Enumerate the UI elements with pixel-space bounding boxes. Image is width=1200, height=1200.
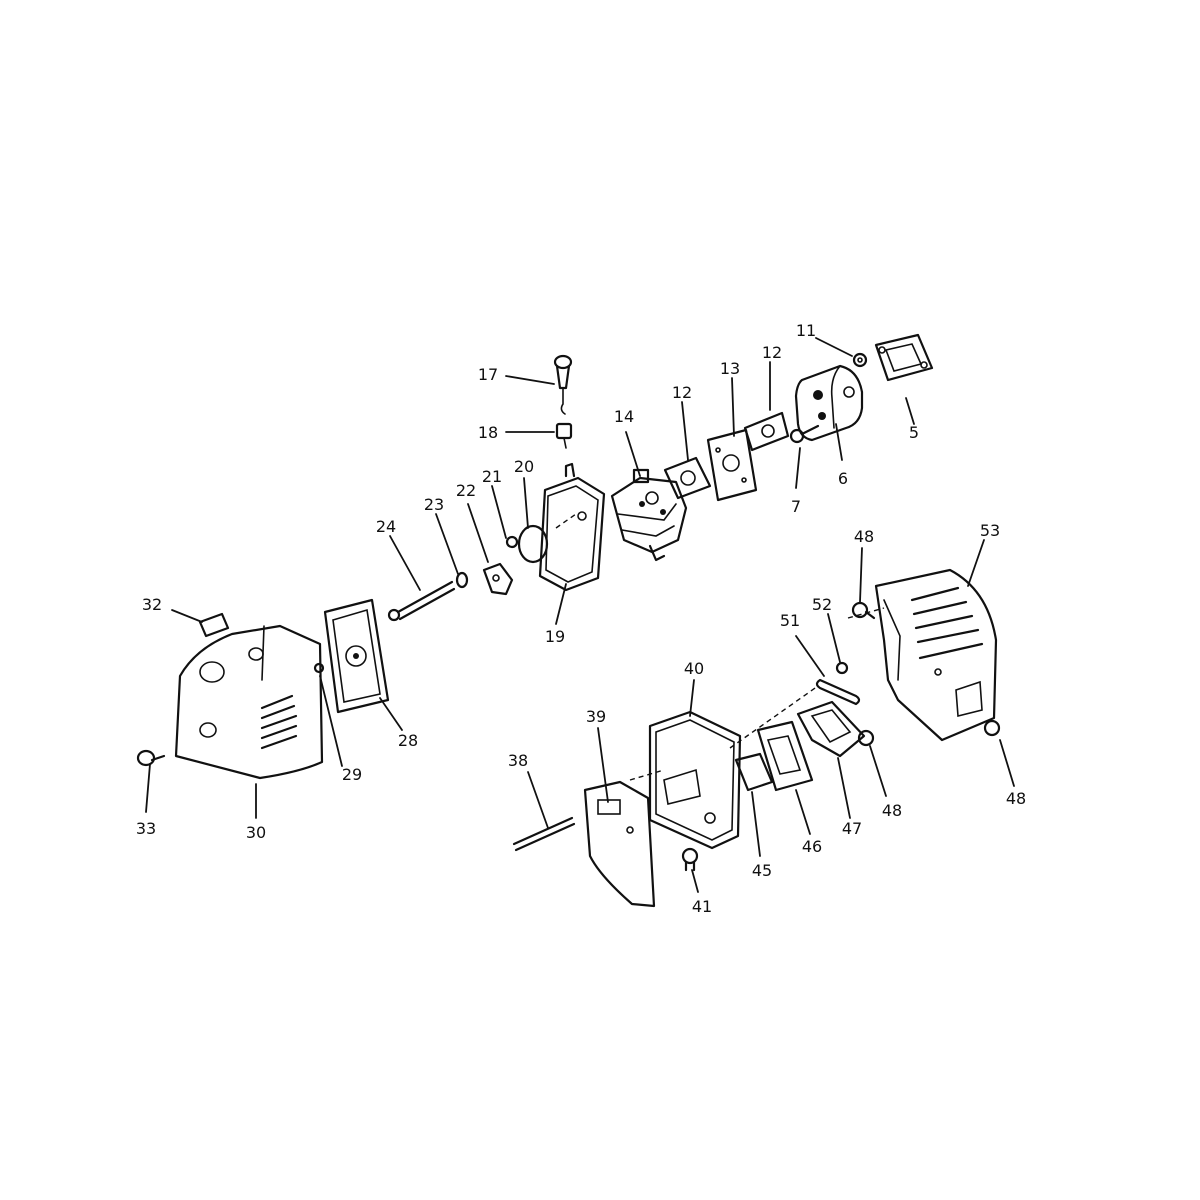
callout-48-middle: 48 <box>882 801 902 820</box>
callout-labels: 5 6 7 11 12 13 12 14 17 18 19 20 21 22 2… <box>136 321 1026 916</box>
callout-21: 21 <box>482 467 502 486</box>
callout-22: 22 <box>456 481 476 500</box>
callout-41: 41 <box>692 897 712 916</box>
nut-11 <box>852 352 868 368</box>
callout-6: 6 <box>838 469 848 488</box>
callout-33: 33 <box>136 819 156 838</box>
exhaust-plate <box>796 700 866 758</box>
callout-28: 28 <box>398 731 418 750</box>
callout-14: 14 <box>614 407 634 426</box>
carburetor <box>610 468 688 562</box>
choke-lever <box>482 562 514 596</box>
cover-screw <box>136 749 166 767</box>
screw-48-upper <box>851 601 876 620</box>
callout-17: 17 <box>478 365 498 384</box>
gasket-12-lower <box>663 456 712 500</box>
callout-23: 23 <box>424 495 444 514</box>
leader-lines <box>145 337 1015 893</box>
callout-39: 39 <box>586 707 606 726</box>
spacer-plate <box>706 428 758 502</box>
callout-46: 46 <box>802 837 822 856</box>
muffler-body <box>629 685 819 850</box>
callout-7: 7 <box>791 497 801 516</box>
callout-32: 32 <box>142 595 162 614</box>
bolt-7 <box>789 424 820 444</box>
callout-48-right: 48 <box>1006 789 1026 808</box>
callout-24: 24 <box>376 517 396 536</box>
air-cleaner-cover <box>174 624 324 780</box>
callout-53: 53 <box>980 521 1000 540</box>
callout-11: 11 <box>796 321 816 340</box>
air-filter-element <box>323 598 390 714</box>
callout-40: 40 <box>684 659 704 678</box>
gasket-45 <box>734 752 774 792</box>
callout-52: 52 <box>812 595 832 614</box>
grommet <box>555 422 573 449</box>
screw-48-right <box>983 719 1001 737</box>
callout-13: 13 <box>720 359 740 378</box>
choke-plate <box>517 524 549 564</box>
callout-48-upper: 48 <box>854 527 874 546</box>
intake-insulator <box>794 364 864 442</box>
callout-12-upper: 12 <box>762 343 782 362</box>
screw-48-middle <box>857 729 875 747</box>
callout-20: 20 <box>514 457 534 476</box>
callout-18: 18 <box>478 423 498 442</box>
callout-12-lower: 12 <box>672 383 692 402</box>
choke-knob <box>553 354 573 415</box>
callout-45: 45 <box>752 861 772 880</box>
callout-5: 5 <box>909 423 919 442</box>
washer-21 <box>505 535 519 549</box>
muffler-pin <box>512 816 576 852</box>
callout-51: 51 <box>780 611 800 630</box>
muffler-cover <box>847 568 998 742</box>
exhaust-gasket <box>756 720 814 792</box>
intake-gasket <box>874 333 934 382</box>
callout-38: 38 <box>508 751 528 770</box>
gasket-12-upper <box>743 411 790 452</box>
long-bolt <box>387 580 456 622</box>
callout-47: 47 <box>842 819 862 838</box>
label-plate <box>198 612 230 638</box>
collar-23 <box>455 571 469 589</box>
callout-19: 19 <box>545 627 565 646</box>
collar-sleeve <box>815 678 861 706</box>
washer-29 <box>313 662 325 674</box>
heat-shield-plate <box>583 780 656 908</box>
muffler-bolt <box>681 847 699 872</box>
air-cleaner-case <box>538 462 606 592</box>
callout-29: 29 <box>342 765 362 784</box>
washer-52 <box>835 661 849 675</box>
callout-30: 30 <box>246 823 266 842</box>
